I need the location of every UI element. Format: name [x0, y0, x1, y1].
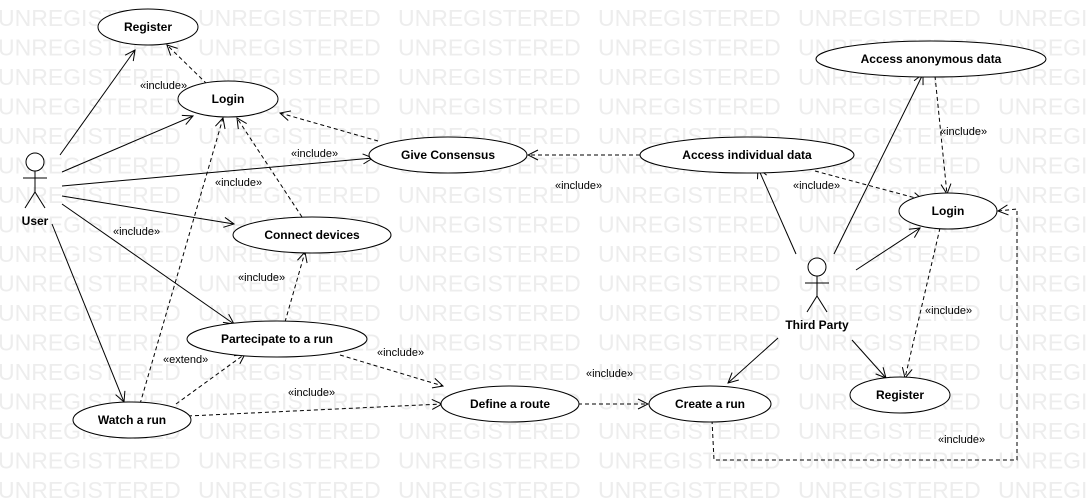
give-consensus-label: Give Consensus: [401, 148, 495, 162]
assoc-third-register: [851, 339, 886, 378]
include-label: «include»: [377, 347, 424, 359]
use-case-login-left[interactable]: Login: [177, 80, 279, 118]
use-case-access-individual[interactable]: Access individual data: [639, 136, 855, 174]
use-case-login-right[interactable]: Login: [898, 192, 998, 230]
include-label: «include»: [215, 177, 262, 189]
include-label: «include»: [140, 80, 187, 92]
include-label: «include»: [555, 180, 602, 192]
include-label: «include»: [288, 387, 335, 399]
third-party-actor-label: Third Party: [785, 318, 849, 332]
access-anonymous-label: Access anonymous data: [861, 52, 1002, 66]
assoc-third-login: [855, 228, 920, 271]
user-head-icon: [25, 152, 45, 172]
connect-devices-label: Connect devices: [264, 228, 360, 242]
use-cases: Register Login Give Consensus Connect de…: [72, 8, 1047, 439]
include-label: «include»: [586, 368, 633, 380]
dep-partecipate-connect: [284, 252, 305, 323]
dep-login-register-right: [905, 227, 941, 378]
include-label: «include»: [113, 226, 160, 238]
login-right-label: Login: [932, 204, 965, 218]
use-case-access-anonymous[interactable]: Access anonymous data: [815, 40, 1047, 78]
define-route-label: Define a route: [470, 397, 550, 411]
associations: [51, 50, 923, 402]
use-case-watch-run[interactable]: Watch a run: [72, 401, 192, 439]
assoc-third-access-individual: [758, 168, 797, 255]
user-actor-label: User: [22, 214, 49, 228]
dep-watch-define-route: [187, 404, 442, 417]
use-case-register-left[interactable]: Register: [97, 8, 199, 46]
dep-access-individual-login: [814, 170, 923, 200]
register-left-label: Register: [124, 20, 172, 34]
use-case-define-route[interactable]: Define a route: [440, 385, 580, 423]
include-label: «include»: [940, 126, 987, 138]
include-label: «include»: [925, 305, 972, 317]
dep-create-run-login: [711, 209, 1018, 461]
dependencies: [139, 45, 1018, 461]
access-individual-label: Access individual data: [682, 148, 812, 162]
dep-access-anonymous-login: [934, 75, 947, 194]
login-left-label: Login: [212, 92, 245, 106]
actor-third-party[interactable]: [805, 257, 829, 313]
assoc-user-login: [61, 116, 193, 173]
register-right-label: Register: [876, 388, 924, 402]
use-case-connect-devices[interactable]: Connect devices: [232, 216, 392, 254]
assoc-user-partecipate: [61, 203, 234, 324]
assoc-user-watch: [51, 223, 124, 402]
use-case-give-consensus[interactable]: Give Consensus: [368, 136, 528, 174]
use-case-partecipate[interactable]: Partecipate to a run: [186, 320, 368, 358]
assoc-user-register: [59, 50, 135, 156]
include-label: «include»: [938, 434, 985, 446]
assoc-third-access-anonymous: [833, 74, 923, 255]
create-run-label: Create a run: [675, 397, 745, 411]
watch-run-label: Watch a run: [98, 413, 166, 427]
dep-connect-login: [237, 118, 303, 218]
dep-consensus-login: [280, 113, 379, 142]
third-party-head-icon: [807, 257, 827, 277]
use-case-create-run[interactable]: Create a run: [648, 385, 772, 423]
dep-login-register: [167, 45, 208, 85]
extend-label: «extend»: [163, 354, 208, 366]
assoc-user-give-consensus: [61, 158, 373, 187]
actor-user[interactable]: [23, 152, 47, 209]
dep-watch-login: [139, 118, 223, 405]
include-label: «include»: [238, 272, 285, 284]
dependency-labels: «include» «include» «include» «include» …: [113, 80, 987, 446]
dep-watch-partecipate: [175, 354, 245, 405]
use-case-register-right[interactable]: Register: [849, 376, 951, 414]
assoc-third-create-run: [728, 337, 779, 383]
assoc-user-connect-devices: [61, 195, 234, 224]
dep-partecipate-define-route: [339, 354, 443, 386]
include-label: «include»: [793, 180, 840, 192]
partecipate-label: Partecipate to a run: [221, 332, 333, 346]
include-label: «include»: [291, 148, 338, 160]
